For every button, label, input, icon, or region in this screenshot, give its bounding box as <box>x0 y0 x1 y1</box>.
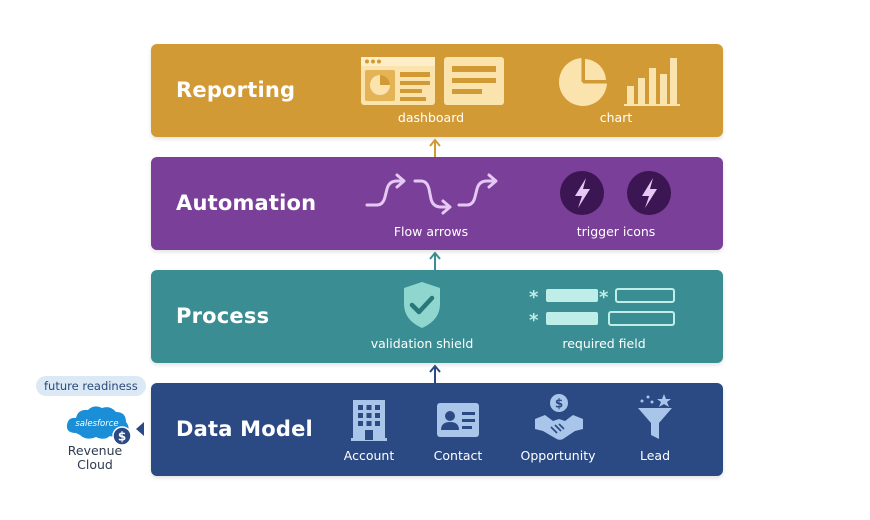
lead-label: Lead <box>639 448 671 463</box>
lightning-icon <box>560 171 671 215</box>
validation-shield-label: validation shield <box>370 336 474 351</box>
svg-text:$: $ <box>555 397 563 411</box>
svg-text:*: * <box>599 287 609 308</box>
future-readiness-badge: future readiness <box>36 376 146 396</box>
arrow-up-icon <box>429 138 441 157</box>
building-icon <box>351 400 387 441</box>
reporting-layer: Reporting dashboard chart <box>151 44 723 137</box>
handshake-dollar-icon: $ <box>535 394 583 440</box>
account-label: Account <box>343 448 395 463</box>
process-layer: Process validation shield * * * required… <box>151 270 723 363</box>
revenue-cloud-label: Revenue Cloud <box>67 443 123 472</box>
svg-text:*: * <box>529 310 539 330</box>
chart-icon <box>559 57 680 106</box>
contact-label: Contact <box>433 448 483 463</box>
process-title: Process <box>176 304 270 328</box>
svg-text:$: $ <box>118 430 126 444</box>
flow-arrows-icon <box>365 173 498 215</box>
shield-check-icon <box>404 282 440 328</box>
salesforce-logo-icon: salesforce $ <box>66 406 144 446</box>
trigger-icons-label: trigger icons <box>576 224 656 239</box>
contact-card-icon <box>437 403 479 437</box>
funnel-star-icon <box>638 394 672 439</box>
arrow-up-icon <box>429 364 441 383</box>
data-model-title: Data Model <box>176 417 313 441</box>
required-field-icon: * * * <box>529 287 675 330</box>
automation-title: Automation <box>176 191 317 215</box>
arrow-up-icon <box>429 251 441 270</box>
reporting-title: Reporting <box>176 78 296 102</box>
salesforce-logo-text: salesforce <box>75 419 118 429</box>
opportunity-label: Opportunity <box>520 448 596 463</box>
svg-text:*: * <box>529 287 539 308</box>
data-model-layer: Data Model Account Contact $ Opportunity… <box>151 383 723 476</box>
dashboard-icon <box>361 57 504 105</box>
required-field-label: required field <box>562 336 646 351</box>
dashboard-label: dashboard <box>397 110 465 125</box>
chart-label: chart <box>599 110 633 125</box>
automation-layer: Automation Flow arrows trigger icons <box>151 157 723 250</box>
flow-arrows-label: Flow arrows <box>393 224 469 239</box>
